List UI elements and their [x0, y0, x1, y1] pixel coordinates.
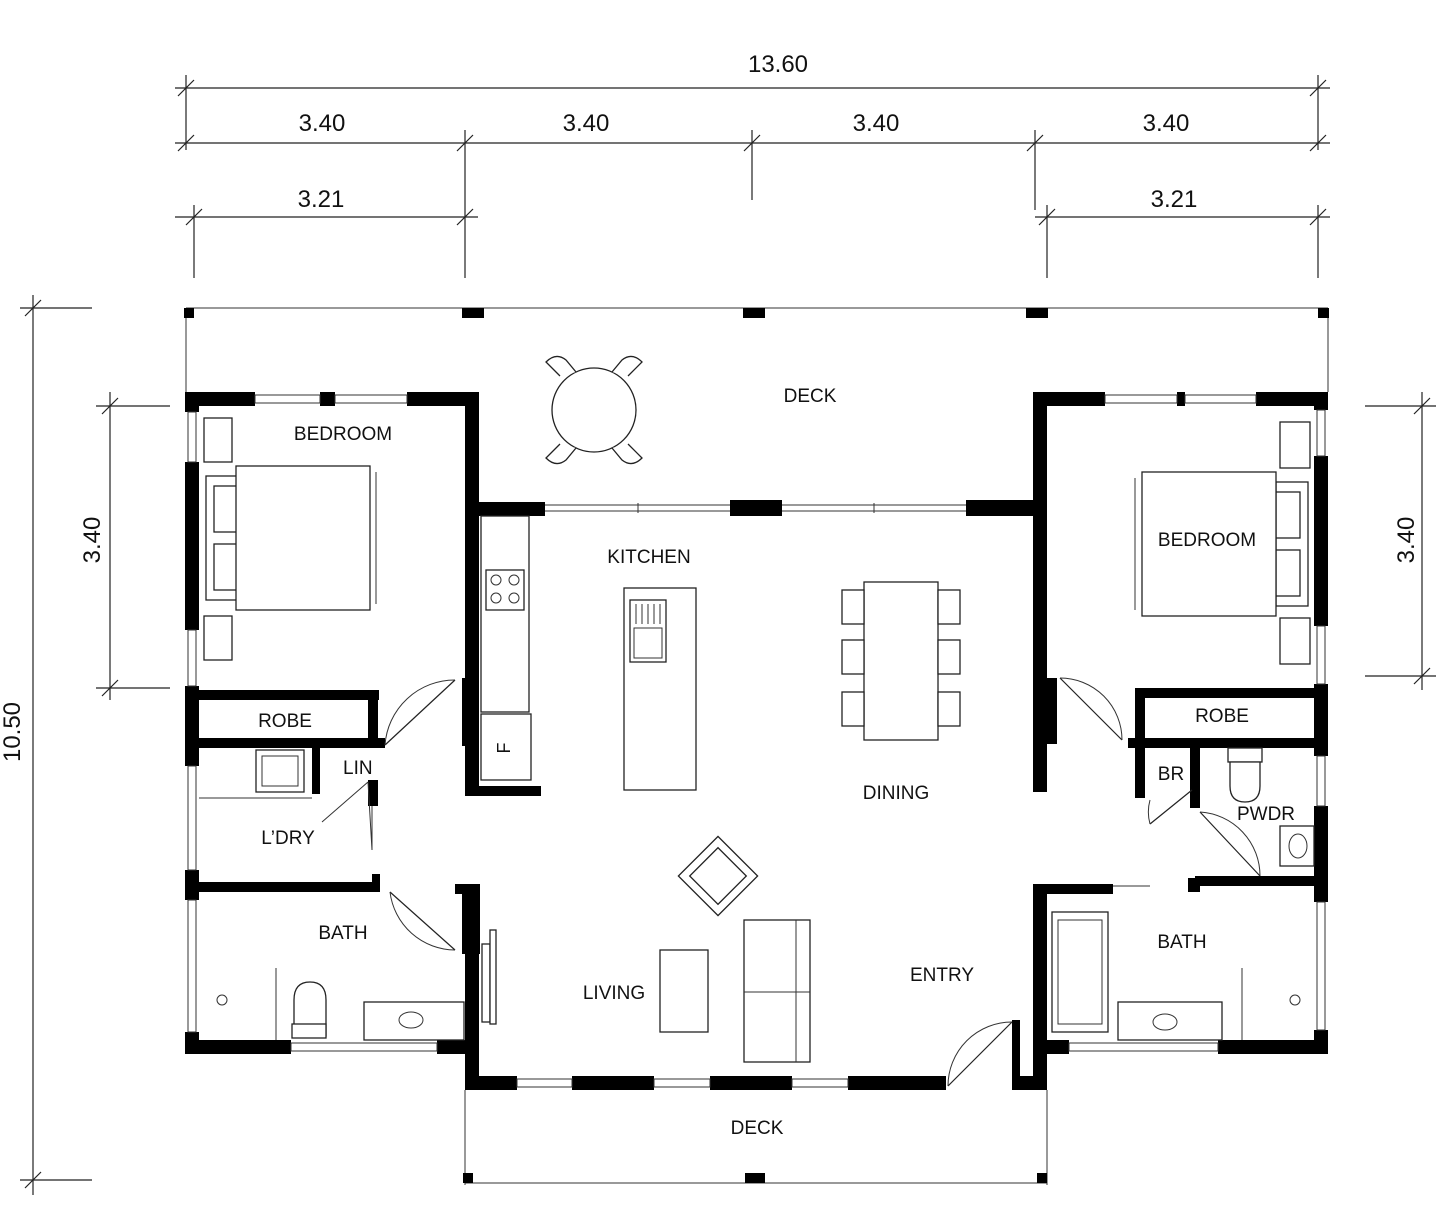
rear-deck-label: DECK — [784, 386, 837, 407]
laundry-fixtures — [199, 749, 312, 799]
powder-fixtures — [1227, 747, 1315, 867]
overall-width-label: 13.60 — [748, 51, 808, 78]
overall-depth-label: 10.50 — [0, 702, 26, 762]
living-label: LIVING — [583, 983, 645, 1004]
bath-left-label: BATH — [318, 923, 367, 944]
kitchen-bench — [480, 515, 532, 781]
walls — [185, 392, 1328, 1090]
bedroom-left-label: BEDROOM — [294, 424, 392, 445]
fridge-label: F — [494, 743, 514, 754]
front-deck-label: DECK — [731, 1118, 784, 1139]
powder-label: PWDR — [1237, 804, 1295, 825]
sofa — [743, 919, 811, 1063]
broom-label: BR — [1158, 764, 1184, 785]
dining-label: DINING — [863, 783, 930, 804]
tv-unit — [481, 929, 497, 1025]
bath-left-fixtures — [216, 968, 465, 1041]
linen-label: LIN — [343, 758, 373, 779]
kitchen-island — [623, 587, 697, 791]
entry-label: ENTRY — [910, 965, 974, 986]
bath-right-fixtures — [1051, 911, 1301, 1041]
dining-table — [841, 581, 961, 741]
rear-deck — [184, 307, 1329, 392]
windows — [187, 394, 1326, 1088]
robe-left-label: ROBE — [258, 711, 312, 732]
outdoor-table — [545, 355, 643, 465]
room-labels: DECK BEDROOM BEDROOM KITCHEN DINING ROBE… — [258, 386, 1295, 1139]
bed-left — [203, 417, 377, 661]
dimension-lines — [20, 75, 1436, 1195]
module-1-label: 3.40 — [299, 110, 346, 137]
right-wing-width-label: 3.21 — [1151, 186, 1198, 213]
bedroom-right-label: BEDROOM — [1158, 530, 1256, 551]
module-3-label: 3.40 — [853, 110, 900, 137]
module-4-label: 3.40 — [1143, 110, 1190, 137]
armchair — [677, 835, 759, 917]
dimension-labels: 13.60 3.40 3.40 3.40 3.40 3.21 3.21 10.5… — [0, 51, 1420, 762]
laundry-label: L’DRY — [261, 828, 315, 849]
left-bedroom-depth-label: 3.40 — [79, 517, 106, 564]
right-bedroom-depth-label: 3.40 — [1393, 517, 1420, 564]
doors — [321, 677, 1261, 1087]
robe-right-label: ROBE — [1195, 706, 1249, 727]
left-wing-width-label: 3.21 — [298, 186, 345, 213]
bed-right — [1134, 421, 1311, 665]
front-deck — [463, 1090, 1048, 1185]
kitchen-label: KITCHEN — [607, 547, 690, 568]
module-2-label: 3.40 — [563, 110, 610, 137]
coffee-table — [659, 949, 709, 1033]
bath-right-label: BATH — [1157, 932, 1206, 953]
